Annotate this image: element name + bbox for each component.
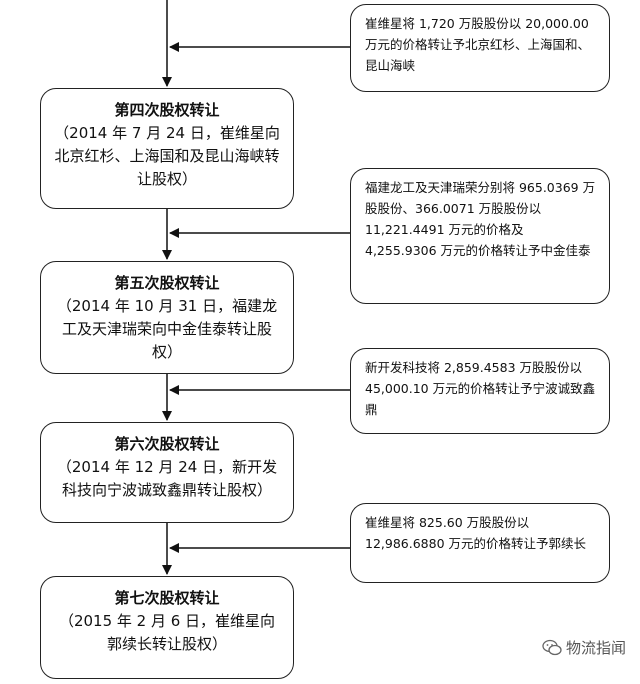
transfer-note-3: 新开发科技将 2,859.4583 万股股份以 45,000.10 万元的价格转… (350, 348, 610, 434)
transfer-note-text: 福建龙工及天津瑞荣分别将 965.0369 万股股份、366.0071 万股股份… (365, 180, 596, 258)
watermark-text: 物流指闻 (565, 639, 626, 657)
transfer-note-text: 崔维星将 1,720 万股股份以 20,000.00 万元的价格转让予北京红杉、… (365, 16, 591, 73)
stage-title: 第六次股权转让 (114, 435, 220, 453)
stage-box-5: 第五次股权转让 （2014 年 10 月 31 日，福建龙工及天津瑞荣向中金佳泰… (40, 261, 294, 374)
stage-box-6: 第六次股权转让 （2014 年 12 月 24 日，新开发科技向宁波诚致鑫鼎转让… (40, 422, 294, 523)
stage-title: 第五次股权转让 (114, 274, 220, 292)
transfer-note-4: 崔维星将 825.60 万股股份以 12,986.6880 万元的价格转让予郭续… (350, 503, 610, 583)
stage-title: 第四次股权转让 (114, 101, 220, 119)
wechat-watermark: 物流指闻 (542, 637, 626, 658)
stage-box-4: 第四次股权转让 （2014 年 7 月 24 日，崔维星向北京红杉、上海国和及昆… (40, 88, 294, 209)
transfer-note-text: 新开发科技将 2,859.4583 万股股份以 45,000.10 万元的价格转… (365, 360, 596, 417)
stage-detail: （2014 年 12 月 24 日，新开发科技向宁波诚致鑫鼎转让股权） (56, 458, 278, 499)
transfer-note-text: 崔维星将 825.60 万股股份以 12,986.6880 万元的价格转让予郭续… (365, 515, 586, 551)
transfer-note-1: 崔维星将 1,720 万股股份以 20,000.00 万元的价格转让予北京红杉、… (350, 4, 610, 92)
stage-detail: （2014 年 10 月 31 日，福建龙工及天津瑞荣向中金佳泰转让股权） (56, 297, 278, 361)
stage-title: 第七次股权转让 (114, 589, 220, 607)
wechat-icon (542, 639, 562, 657)
stage-box-7: 第七次股权转让 （2015 年 2 月 6 日，崔维星向郭续长转让股权） (40, 576, 294, 679)
stage-detail: （2015 年 2 月 6 日，崔维星向郭续长转让股权） (58, 612, 276, 653)
stage-detail: （2014 年 7 月 24 日，崔维星向北京红杉、上海国和及昆山海峡转让股权） (54, 124, 280, 188)
transfer-note-2: 福建龙工及天津瑞荣分别将 965.0369 万股股份、366.0071 万股股份… (350, 168, 610, 304)
